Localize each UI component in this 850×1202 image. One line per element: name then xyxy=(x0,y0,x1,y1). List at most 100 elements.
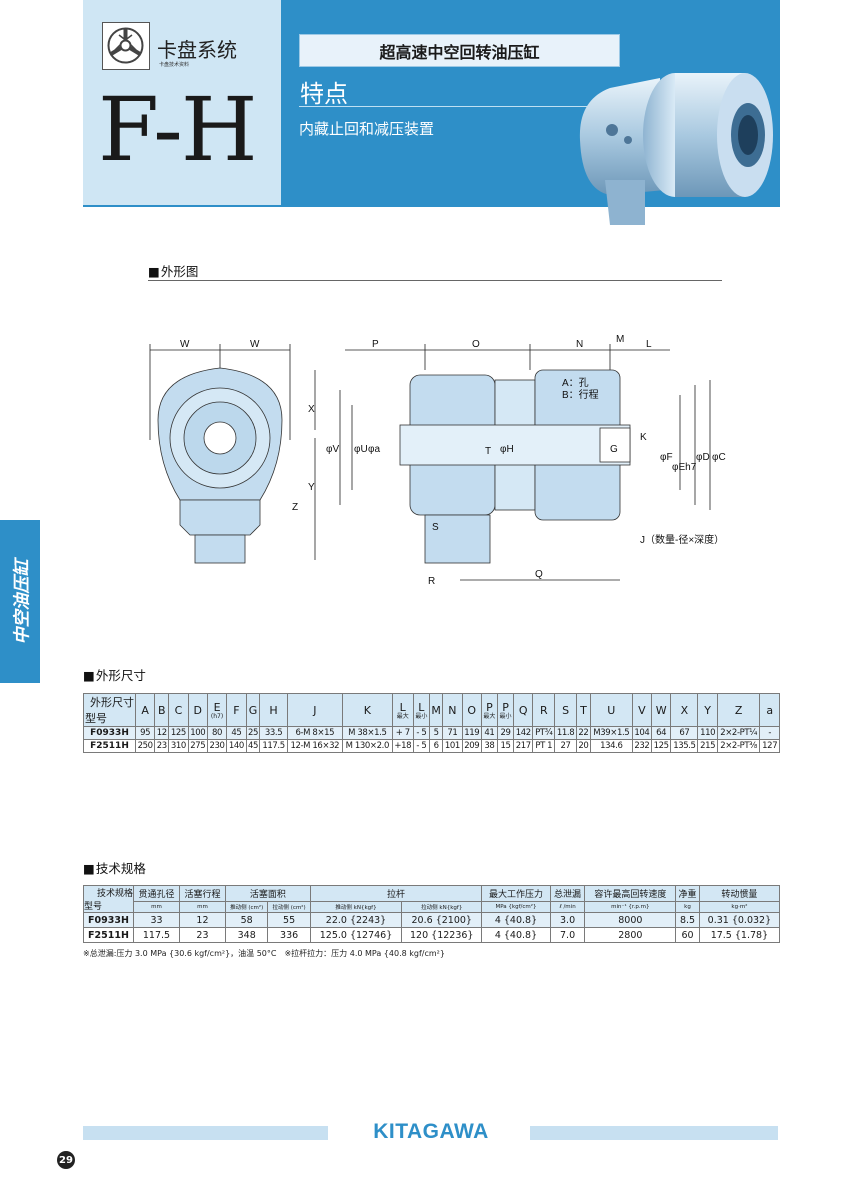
dims-cell: 29 xyxy=(496,726,515,740)
footnote: ※总泄漏:压力 3.0 MPa {30.6 kgf/cm²}，油温 50°C ※… xyxy=(83,949,445,958)
dims-cell: 100 xyxy=(187,726,208,740)
header-divider xyxy=(83,205,780,207)
dims-cell: M39×1.5 xyxy=(589,726,633,740)
hdr-rod: 拉杆 xyxy=(309,885,483,902)
product-title: 超高速中空回转油压缸 xyxy=(299,34,620,67)
unit-push-area: 推动侧 (cm²) xyxy=(224,900,269,914)
dims-cell: PT¾ xyxy=(532,726,556,740)
specs-cell-inertia: 0.31 {0.032} xyxy=(698,912,781,928)
specs-cell-max-pressure: 4 {40.8} xyxy=(481,927,551,943)
page-number: 29 xyxy=(57,1151,75,1169)
specs-cell-leak: 7.0 xyxy=(549,927,586,943)
dims-cell: 215 xyxy=(697,739,718,753)
unit-push-force: 推动侧 kN{kgf} xyxy=(309,900,403,914)
dims-cell: 12-M 16×32 xyxy=(286,739,344,753)
dims-col-header: W xyxy=(650,693,672,727)
label-phiC: φC xyxy=(712,452,726,463)
note-B: B：行程 xyxy=(562,388,599,401)
unit-max-pressure: MPa {kgf/cm²} xyxy=(481,900,551,914)
dims-col-header: R xyxy=(532,693,556,727)
hdr-bore: 贯通孔径 xyxy=(133,885,180,902)
dims-cell: 135.5 xyxy=(670,739,699,753)
hdr-weight: 净重 xyxy=(675,885,700,902)
dims-cell: M 130×2.0 xyxy=(342,739,393,753)
label-phiV: φV xyxy=(326,444,339,455)
specs-cell-weight: 8.5 xyxy=(675,912,700,928)
label-L: L xyxy=(646,339,652,350)
label-phiH: φH xyxy=(500,444,514,455)
label-R: R xyxy=(428,576,435,587)
dims-cell: + 7 xyxy=(391,726,414,740)
label-Y: Y xyxy=(308,482,315,493)
label-X: X xyxy=(308,404,315,415)
unit-max-speed: min⁻¹ {r.p.m} xyxy=(584,900,677,914)
dims-cell: 5 xyxy=(428,726,444,740)
features-heading: 特点 xyxy=(300,80,348,108)
dims-cell: 134.6 xyxy=(589,739,633,753)
dims-cell: 38 xyxy=(480,739,498,753)
specs-cell-max-speed: 2800 xyxy=(584,927,677,943)
label-phia: φa xyxy=(368,444,380,455)
cylinder-photo xyxy=(570,60,780,230)
specs-model-cell: F2511H xyxy=(83,927,134,943)
dims-cell: 275 xyxy=(187,739,208,753)
brand-logo: KITAGAWA xyxy=(373,1120,489,1143)
dims-cell: 217 xyxy=(513,739,534,753)
dims-cell: 117.5 xyxy=(259,739,288,753)
dims-col-header: Z xyxy=(716,693,761,727)
dims-cell: PT 1 xyxy=(532,739,556,753)
specs-cell-pull-area: 336 xyxy=(267,927,311,943)
specs-cell-bore: 117.5 xyxy=(133,927,180,943)
dims-col-header: A xyxy=(134,693,156,727)
dims-col-header: K xyxy=(342,693,393,727)
footer-bar-left xyxy=(83,1126,328,1140)
dims-col-header: M xyxy=(428,693,444,727)
label-Q: Q xyxy=(535,569,543,580)
label-K: K xyxy=(640,432,647,443)
dims-col-header: O xyxy=(461,693,482,727)
unit-pull-force: 拉动侧 kN{kgf} xyxy=(401,900,483,914)
chuck-logo-icon xyxy=(102,22,150,70)
dims-cell: 80 xyxy=(206,726,228,740)
dims-cell: 6-M 8×15 xyxy=(286,726,344,740)
dims-cell: 232 xyxy=(631,739,653,753)
section-specs-heading: 技术规格 xyxy=(83,858,146,877)
dims-col-header: T xyxy=(575,693,591,727)
section-outline-heading: 外形图 xyxy=(148,261,199,280)
specs-cell-pull-area: 55 xyxy=(267,912,311,928)
dims-col-header: X xyxy=(670,693,699,727)
dims-cell: +18 xyxy=(391,739,414,753)
specs-cell-push-force: 22.0 {2243} xyxy=(309,912,403,928)
dims-col-header: G xyxy=(245,693,261,727)
dims-cell: 127 xyxy=(759,739,780,753)
dims-cell: 310 xyxy=(168,739,189,753)
dims-cell: 22 xyxy=(575,726,591,740)
hdr-max-speed: 容许最高回转速度 xyxy=(584,885,677,902)
side-tab-label: 中空油压缸 xyxy=(12,559,33,644)
series-title: 卡盘系统 xyxy=(157,38,237,62)
dims-cell: - xyxy=(759,726,780,740)
unit-inertia: kg·m² xyxy=(698,900,781,914)
dims-cell: 101 xyxy=(442,739,463,753)
dims-cell: 45 xyxy=(226,726,247,740)
label-T: T xyxy=(485,446,491,457)
dims-col-header: N xyxy=(442,693,463,727)
dims-cell: 41 xyxy=(480,726,498,740)
label-O: O xyxy=(472,339,480,350)
dims-cell: 45 xyxy=(245,739,261,753)
dims-cell: 2×2-PT⅜ xyxy=(716,739,761,753)
dims-cell: 23 xyxy=(154,739,170,753)
hdr-leak: 总泄漏 xyxy=(549,885,586,902)
specs-table: 技术规格型号 贯通孔径 活塞行程 活塞面积 拉杆 最大工作压力 总泄漏 容许最高… xyxy=(83,885,781,943)
side-category-tab[interactable]: 中空油压缸 xyxy=(0,520,40,683)
hdr-piston-area: 活塞面积 xyxy=(224,885,311,902)
unit-weight: kg xyxy=(675,900,700,914)
dims-cell: M 38×1.5 xyxy=(342,726,393,740)
specs-cell-pull-force: 20.6 {2100} xyxy=(401,912,483,928)
dims-cell: 125 xyxy=(168,726,189,740)
dims-cell: 20 xyxy=(575,739,591,753)
